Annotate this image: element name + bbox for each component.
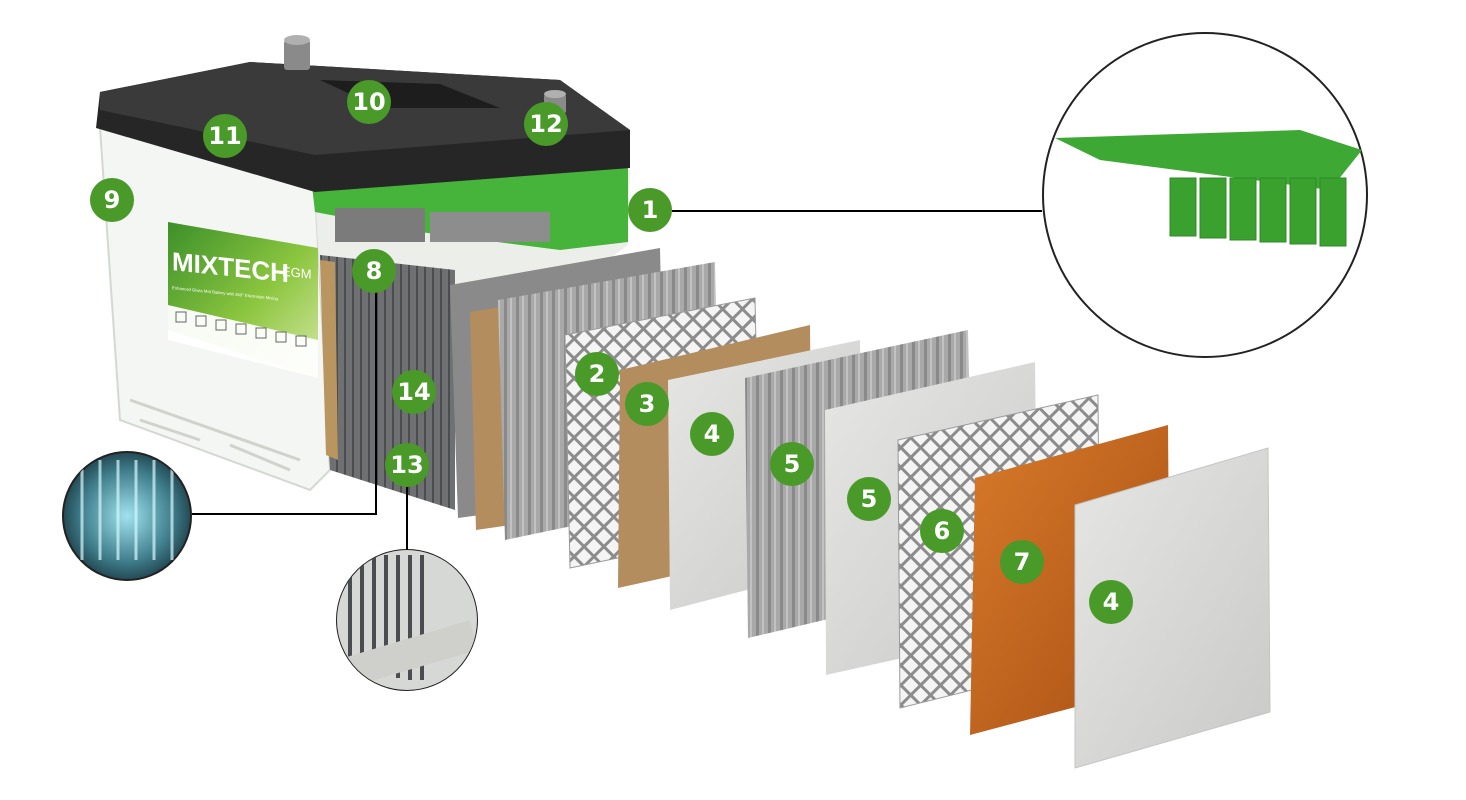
zoom-callout-glass-mat <box>62 451 192 581</box>
badge-6: 6 <box>920 509 964 553</box>
callout-line-8 <box>192 290 377 515</box>
badge-9: 9 <box>90 178 134 222</box>
separator-4b <box>1074 447 1271 769</box>
badge-11: 11 <box>203 114 247 158</box>
badge-5b: 5 <box>847 477 891 521</box>
badge-14: 14 <box>392 370 436 414</box>
badge-4a: 4 <box>690 412 734 456</box>
badge-2: 2 <box>575 352 619 396</box>
badge-4b: 4 <box>1089 580 1133 624</box>
badge-5a: 5 <box>770 442 814 486</box>
cell-plate-stack <box>320 255 455 510</box>
brand-suffix: EGM <box>282 264 312 282</box>
zoom-callout-green-part <box>1042 32 1368 358</box>
label-icons <box>175 311 307 347</box>
badge-7: 7 <box>1000 540 1044 584</box>
badge-13: 13 <box>385 443 429 487</box>
product-label: MIXTECH EGM Enhanced Glass Mat Battery w… <box>168 222 318 378</box>
badge-12: 12 <box>524 102 568 146</box>
badge-3: 3 <box>625 382 669 426</box>
badge-10: 10 <box>347 80 391 124</box>
green-cell-cover <box>312 166 628 250</box>
zoom-callout-plate-bottom <box>336 549 478 691</box>
badge-8: 8 <box>352 249 396 293</box>
badge-1: 1 <box>628 188 672 232</box>
